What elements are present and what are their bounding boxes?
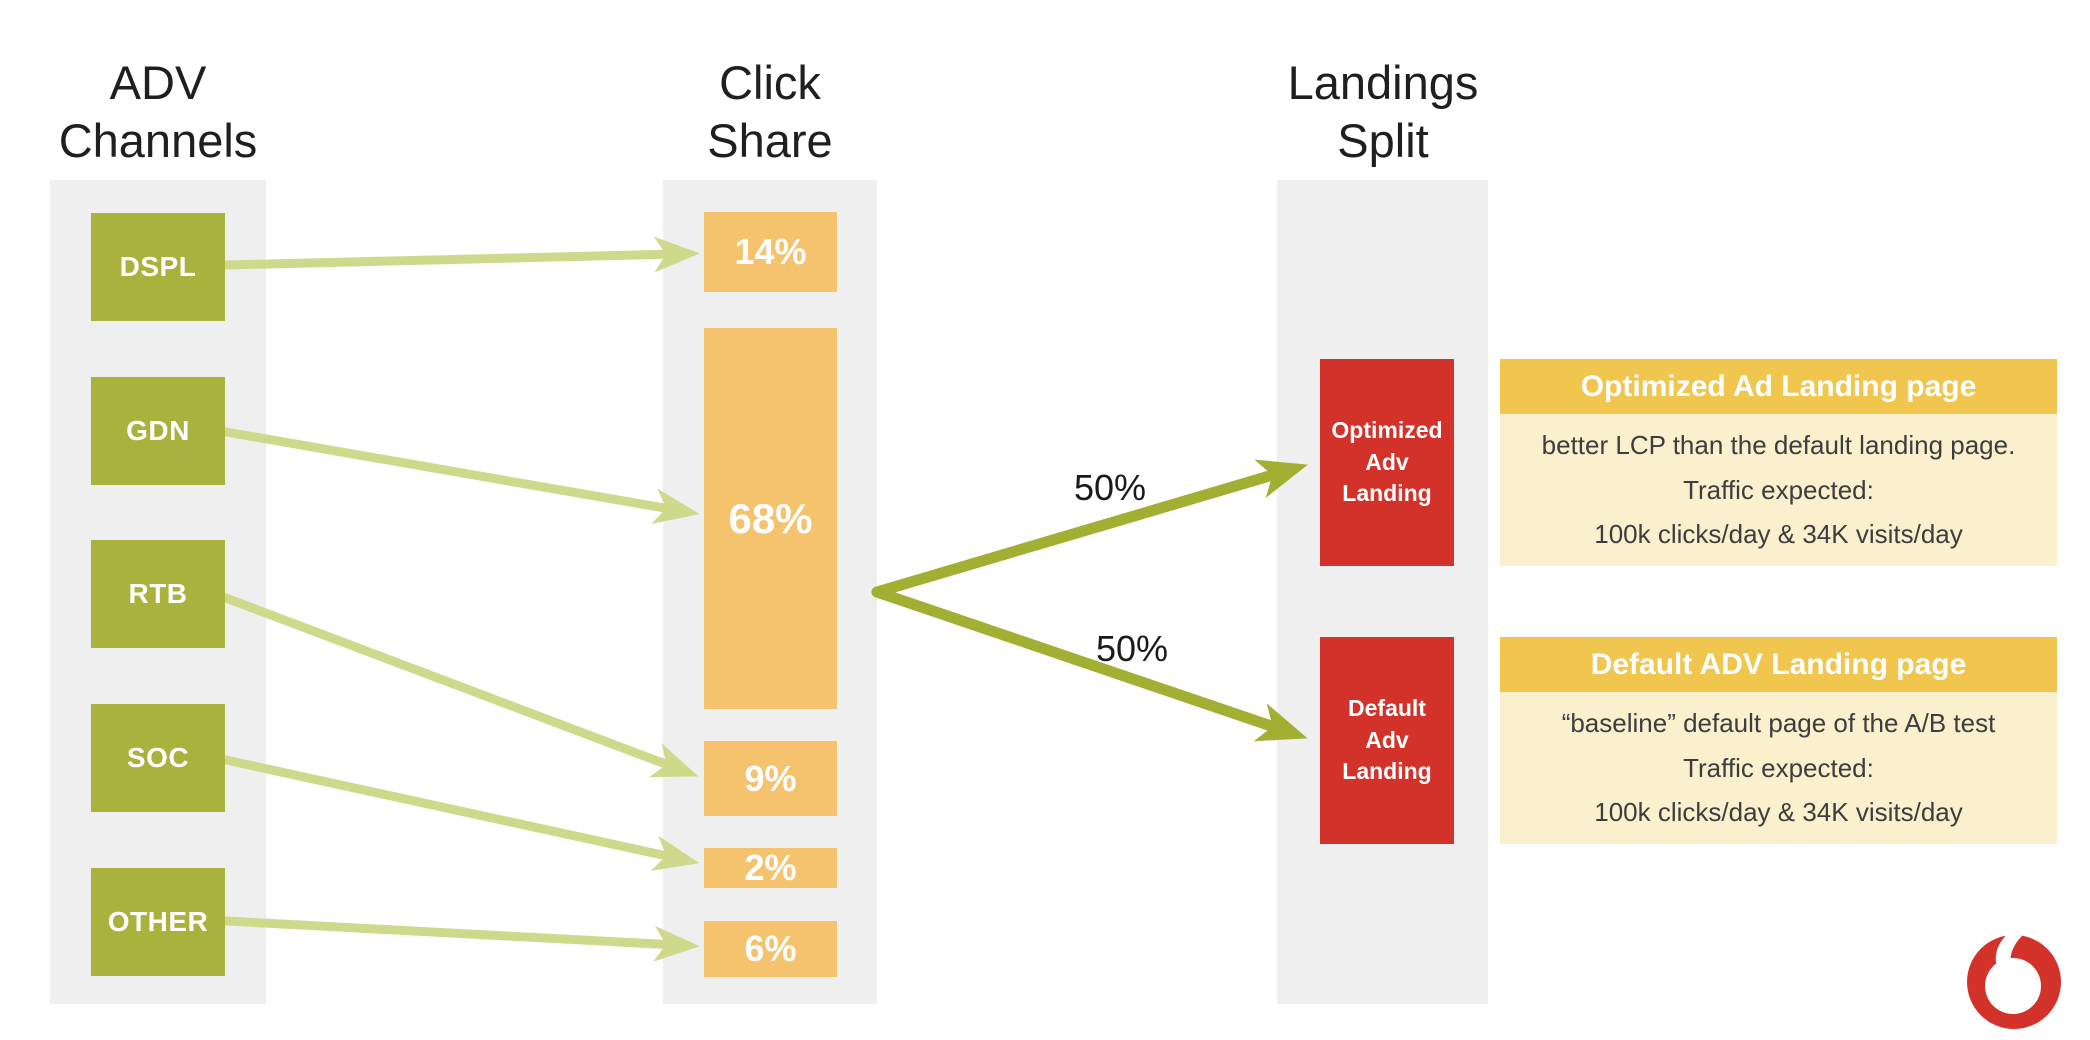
channel-box-gdn: GDN — [91, 377, 225, 485]
card-header: Optimized Ad Landing page — [1500, 359, 2057, 414]
share-box-2pct: 2% — [704, 847, 837, 888]
card-line: 100k clicks/day & 34K visits/day — [1594, 519, 1963, 550]
card-line: Traffic expected: — [1683, 752, 1874, 783]
split-percentage-bottom: 50% — [1095, 628, 1169, 669]
landing-label: Default Adv Landing — [1342, 694, 1432, 785]
channel-box-soc: SOC — [91, 704, 225, 812]
share-label: 14% — [734, 231, 807, 272]
card-optimized-landing: Optimized Ad Landing page better LCP tha… — [1500, 359, 2057, 566]
card-line: Traffic expected: — [1683, 474, 1874, 505]
logo-inner-circle — [1985, 958, 2041, 1014]
card-body: “baseline” default page of the A/B test … — [1500, 692, 2057, 844]
share-box-6pct: 6% — [704, 921, 837, 977]
arrow-other-to-6pct — [221, 916, 700, 962]
column-title-click-share: Click Share — [707, 56, 833, 167]
channel-label: SOC — [126, 742, 190, 773]
card-default-landing: Default ADV Landing page “baseline” defa… — [1500, 637, 2057, 844]
share-label: 9% — [744, 757, 797, 799]
split-percentage-top: 50% — [1073, 467, 1147, 508]
share-box-9pct: 9% — [704, 741, 837, 816]
logo-speechmark-tail — [1995, 934, 2025, 983]
channel-label: GDN — [126, 415, 190, 446]
column-title-adv-channels: ADV Channels — [58, 56, 258, 167]
share-box-68pct: 68% — [704, 328, 837, 709]
arrow-soc-to-2pct — [221, 755, 700, 871]
card-title: Optimized Ad Landing page — [1580, 369, 1977, 403]
card-line: 100k clicks/day & 34K visits/day — [1594, 797, 1963, 828]
channel-label: DSPL — [119, 251, 197, 282]
landing-box-optimized: Optimized Adv Landing — [1320, 359, 1454, 566]
share-label: 6% — [744, 928, 797, 969]
arrow-dspl-to-14pct — [221, 236, 700, 273]
landing-label: Optimized Adv Landing — [1331, 416, 1443, 507]
vodafone-logo-icon — [1967, 934, 2061, 1029]
share-label: 2% — [744, 847, 797, 888]
channel-label: RTB — [128, 578, 188, 609]
column-title-landings-split: Landings Split — [1287, 56, 1479, 167]
channel-box-other: OTHER — [91, 868, 225, 976]
share-box-14pct: 14% — [704, 212, 837, 292]
landings-split-column-bg — [1277, 180, 1488, 1004]
card-header: Default ADV Landing page — [1500, 637, 2057, 692]
card-line: “baseline” default page of the A/B test — [1561, 707, 1996, 738]
channel-box-rtb: RTB — [91, 540, 225, 648]
channel-label: OTHER — [107, 906, 209, 937]
landing-box-default: Default Adv Landing — [1320, 637, 1454, 844]
arrow-gdn-to-68pct — [221, 427, 700, 524]
card-title: Default ADV Landing page — [1590, 647, 1967, 681]
channel-box-dspl: DSPL — [91, 213, 225, 321]
share-label: 68% — [728, 494, 813, 542]
card-line: better LCP than the default landing page… — [1541, 429, 2016, 460]
arrow-rtb-to-9pct — [221, 593, 699, 778]
card-body: better LCP than the default landing page… — [1500, 414, 2057, 566]
